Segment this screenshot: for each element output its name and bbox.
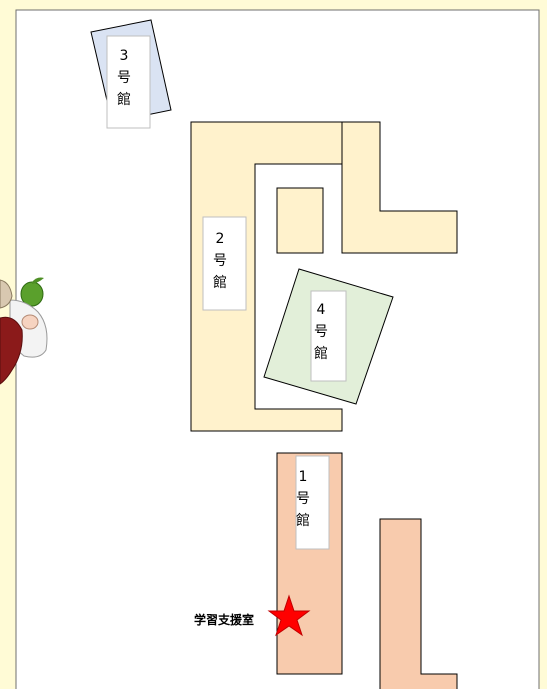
building-2-label-line-1: 2 <box>216 231 225 247</box>
building-4-label-box <box>310 290 347 382</box>
building-2-label-line-3: 館 <box>213 274 227 291</box>
mascot-hair-icon <box>0 279 13 309</box>
building-4[interactable]: 4 号 館 <box>263 268 394 405</box>
building-2[interactable]: 2 号 館 <box>190 121 458 432</box>
building-4-label-line-2: 号 <box>314 324 328 340</box>
building-2-label-box <box>202 216 247 311</box>
mascot-illustration <box>0 277 48 385</box>
building-1-label-box <box>295 455 330 550</box>
building-1[interactable]: 1 号 館 <box>276 452 458 689</box>
building-1-east-wing <box>379 518 458 689</box>
learning-support-label: 学習支援室 <box>194 612 254 627</box>
building-1-label-line-3: 館 <box>296 512 310 529</box>
building-3-label-line-1: 3 <box>120 48 129 64</box>
building-3-label-line-3: 館 <box>117 91 131 108</box>
apple-leaf-icon <box>32 277 44 284</box>
learning-support-marker[interactable]: 学習支援室 <box>194 594 311 637</box>
building-1-label-line-1: 1 <box>299 469 308 485</box>
building-2-annex <box>276 187 324 254</box>
building-1-label-line-2: 号 <box>296 491 310 507</box>
building-4-label-line-3: 館 <box>314 345 328 362</box>
building-3-label-box <box>106 35 151 129</box>
building-3[interactable]: 3 号 館 <box>90 19 172 129</box>
building-3-label-line-2: 号 <box>117 70 131 86</box>
building-2-label-line-2: 号 <box>213 253 227 269</box>
mascot-dress-icon <box>0 316 23 385</box>
star-icon <box>267 594 311 637</box>
building-4-label-line-1: 4 <box>317 302 326 318</box>
building-2-east-wing <box>341 121 458 254</box>
mascot-hand-icon <box>21 314 39 330</box>
